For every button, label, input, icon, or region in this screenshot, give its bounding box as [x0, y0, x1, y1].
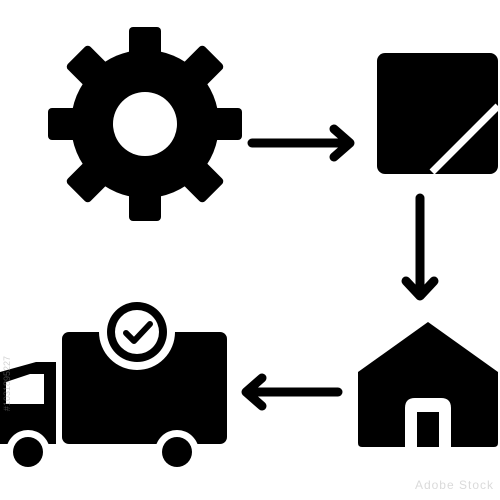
delivery-truck-icon [0, 332, 227, 474]
check-badge-icon [99, 294, 175, 370]
box-icon [377, 53, 500, 175]
arrow-right [247, 124, 355, 162]
arrow-left [241, 373, 343, 411]
watermark-brand: Adobe Stock [414, 478, 494, 492]
warehouse-icon [358, 322, 498, 447]
watermark-id: #1031895227 [2, 356, 12, 412]
gear-icon [48, 27, 242, 221]
arrow-down [401, 193, 439, 301]
